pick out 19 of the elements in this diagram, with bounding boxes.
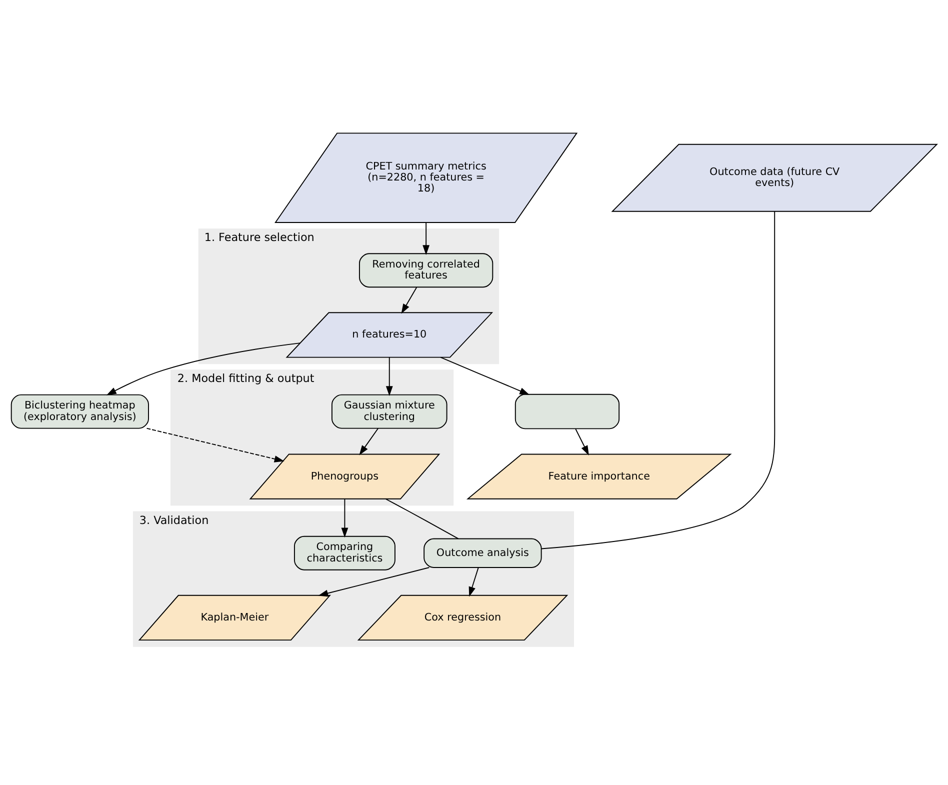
arrow <box>341 498 348 538</box>
node-box: Biclustering heatmap (exploratory analysis) <box>10 394 149 428</box>
arrow <box>401 286 418 314</box>
connector <box>385 498 459 539</box>
node-box: Outcome analysis <box>424 538 542 568</box>
node-box <box>514 393 620 429</box>
arrow <box>440 356 530 394</box>
node-box: Comparing characteristics <box>294 535 396 570</box>
arrow <box>106 342 301 395</box>
node-box: Gaussian mixture clustering <box>331 394 448 428</box>
arrow <box>575 428 589 455</box>
arrow <box>359 427 379 455</box>
arrow <box>386 356 393 396</box>
arrow <box>146 427 284 462</box>
arrow <box>318 566 430 596</box>
connector <box>540 210 776 549</box>
arrow <box>468 566 479 596</box>
node-box: Removing correlated features <box>359 252 494 288</box>
arrow <box>422 222 430 255</box>
